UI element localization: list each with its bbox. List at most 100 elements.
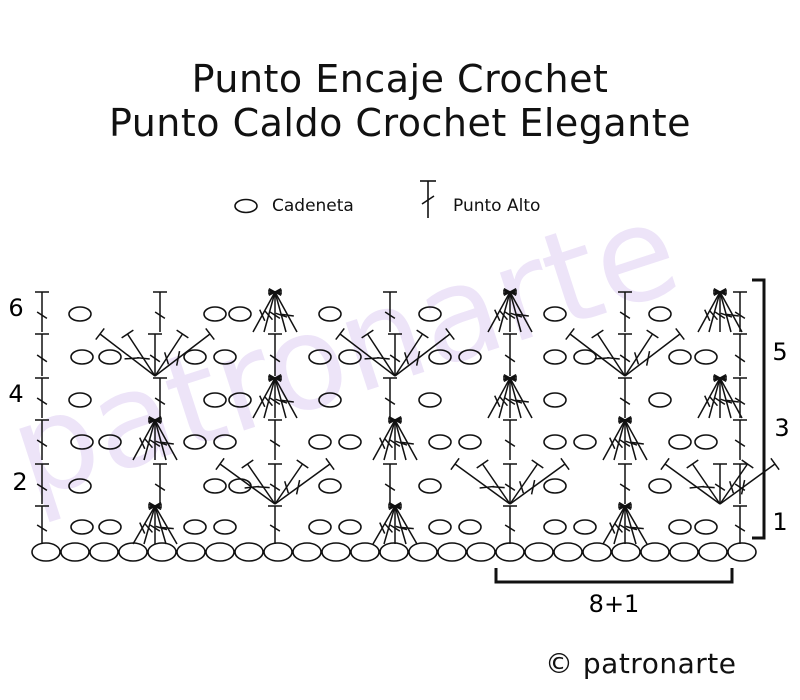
dc-slash [36, 483, 48, 492]
dc-top-bar [450, 457, 460, 471]
dc-stem [383, 419, 396, 461]
chain-stitch [573, 349, 597, 365]
dc-slash [269, 311, 281, 320]
chain-stitch [98, 434, 122, 450]
dc-slash [631, 526, 644, 530]
dc-slash [633, 352, 640, 365]
chain-stitch [379, 542, 409, 562]
dc-slash [384, 397, 396, 406]
dc-slash [154, 311, 166, 320]
dc-slash [403, 352, 410, 365]
dc-stem [487, 377, 511, 419]
dc-top-bar [591, 329, 604, 339]
dc-stem [509, 377, 533, 419]
dc-slash [139, 522, 146, 534]
chain-stitch [648, 478, 672, 494]
chain-stitch [183, 349, 207, 365]
dc-slash [702, 486, 715, 489]
dc-slash [161, 441, 174, 445]
dc-slash [714, 311, 726, 320]
chain-stitch [234, 542, 264, 562]
chain-stitch [89, 542, 119, 562]
dc-stem [126, 333, 156, 377]
chain-stitch [428, 434, 452, 450]
dc-stem [454, 463, 511, 505]
chain-stitch [70, 349, 94, 365]
dc-top-bar [646, 329, 659, 339]
dc-slash [734, 397, 746, 406]
legend-chain-label: Cadeneta [272, 196, 354, 216]
chain-stitch [582, 542, 612, 562]
dc-stem [366, 333, 396, 377]
dc-stem [252, 377, 276, 419]
chain-stitch [495, 542, 525, 562]
row-label-5: 5 [772, 338, 787, 366]
dc-slash [395, 525, 408, 531]
dc-slash [149, 524, 161, 532]
dc-slash [704, 309, 711, 322]
dc-slash [269, 483, 281, 492]
dc-slash [395, 440, 408, 446]
stitch-layer [31, 287, 780, 562]
dc-slash [401, 526, 414, 530]
dc-slash [709, 396, 719, 407]
row-label-6: 6 [8, 294, 23, 322]
dc-top-bar [215, 457, 225, 471]
dc-slash [389, 524, 401, 532]
repeat-bracket [494, 568, 734, 584]
dc-stem [487, 291, 511, 333]
dc-slash [36, 439, 48, 448]
dc-slash [609, 437, 616, 450]
chain-stitch [308, 519, 332, 535]
chain-stitch [68, 392, 92, 408]
chain-stitch [31, 542, 61, 562]
dc-slash [499, 396, 509, 407]
chain-stitch [611, 542, 641, 562]
dc-slash [259, 309, 266, 322]
chain-stitch [698, 542, 728, 562]
chain-stitch [640, 542, 670, 562]
dc-slash [149, 439, 161, 448]
chain-stitch [573, 434, 597, 450]
dc-slash [269, 439, 281, 448]
dc-stem [624, 333, 681, 377]
dc-top-bar [713, 373, 727, 383]
dc-top-bar [95, 327, 105, 341]
dc-slash [379, 437, 386, 450]
dc-top-bar [675, 327, 685, 341]
double-crochet-icon [420, 180, 436, 218]
dc-slash [384, 483, 396, 492]
dc-slash [281, 313, 294, 317]
dc-slash [384, 438, 394, 449]
dc-top-bar [268, 373, 282, 383]
dc-slash [281, 399, 294, 403]
dc-stem [263, 291, 276, 333]
dc-stem [697, 377, 721, 419]
dc-top-bar [531, 459, 544, 469]
chain-stitch [418, 306, 442, 322]
dc-slash [401, 441, 414, 445]
dc-slash [619, 311, 631, 320]
dc-stem [154, 333, 184, 377]
dc-slash [734, 354, 746, 363]
chain-stitch [694, 519, 718, 535]
dc-top-bar [388, 501, 402, 511]
chain-stitch [98, 519, 122, 535]
chain-stitch [68, 306, 92, 322]
chain-stitch [147, 542, 177, 562]
dc-slash [619, 524, 631, 532]
chain-stitch [458, 434, 482, 450]
dc-stem [274, 377, 298, 419]
dc-slash [36, 397, 48, 406]
dc-stem [569, 333, 626, 377]
chain-stitch [543, 519, 567, 535]
dc-slash [257, 486, 270, 489]
dc-slash [283, 481, 290, 494]
dc-slash [594, 357, 610, 360]
dc-stem [143, 419, 156, 461]
dc-stem [498, 377, 511, 419]
dc-slash [645, 350, 651, 366]
dc-slash [516, 313, 529, 317]
dc-slash [619, 397, 631, 406]
dc-stem [708, 291, 721, 333]
